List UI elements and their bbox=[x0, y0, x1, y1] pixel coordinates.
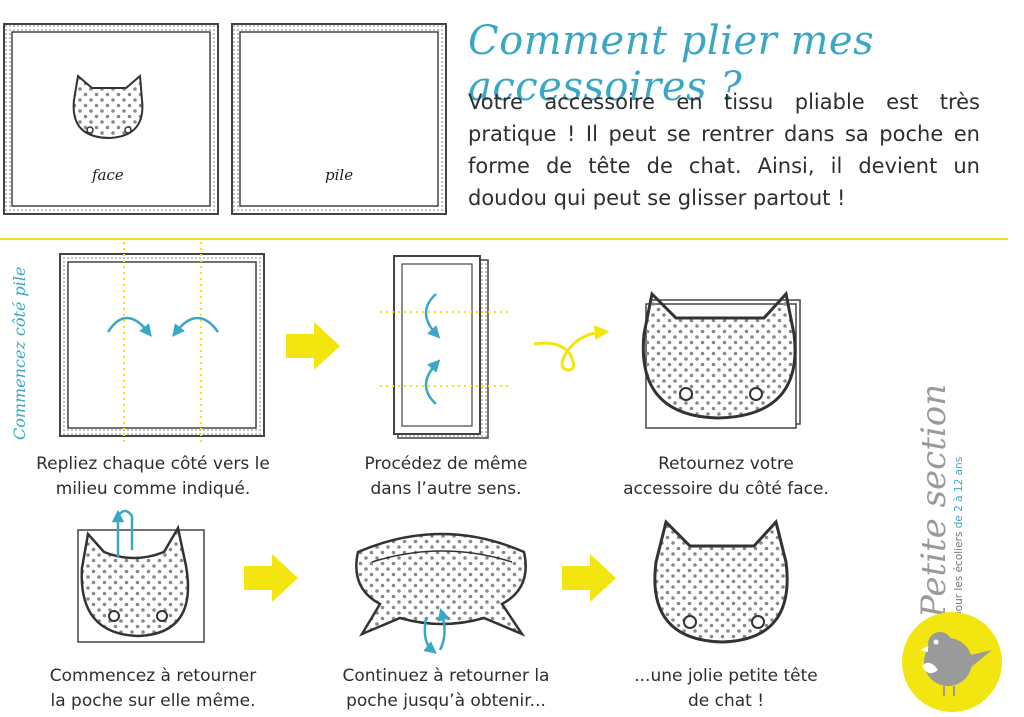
step-1-illustration bbox=[59, 242, 265, 442]
step-4-illustration bbox=[77, 509, 205, 643]
arrow-right-icon bbox=[286, 322, 340, 370]
bird-logo-icon bbox=[902, 612, 1002, 712]
figure-face bbox=[3, 23, 219, 215]
side-label: Commencez côté pile bbox=[10, 266, 29, 440]
intro-paragraph: Votre accessoire en tissu pliable est tr… bbox=[468, 90, 980, 210]
step-5-illustration bbox=[355, 532, 527, 654]
step-2-illustration bbox=[380, 255, 510, 439]
arrow-right-icon bbox=[244, 554, 298, 602]
flip-arrow-icon bbox=[533, 325, 610, 372]
brand-name: Petite section bbox=[914, 383, 954, 618]
page-title: Comment plier mes accessoires ? bbox=[468, 18, 875, 110]
cat-head-icon bbox=[72, 73, 144, 140]
pile-label: pile bbox=[325, 166, 354, 184]
step-3-illustration bbox=[641, 290, 801, 429]
step-6-illustration bbox=[653, 518, 789, 644]
figure-pile bbox=[231, 23, 447, 215]
section-divider bbox=[0, 238, 1008, 240]
brand-tagline: pour les écoliers de 2 à 12 ans bbox=[953, 456, 965, 618]
face-label: face bbox=[92, 166, 124, 184]
arrow-right-icon bbox=[562, 554, 616, 602]
